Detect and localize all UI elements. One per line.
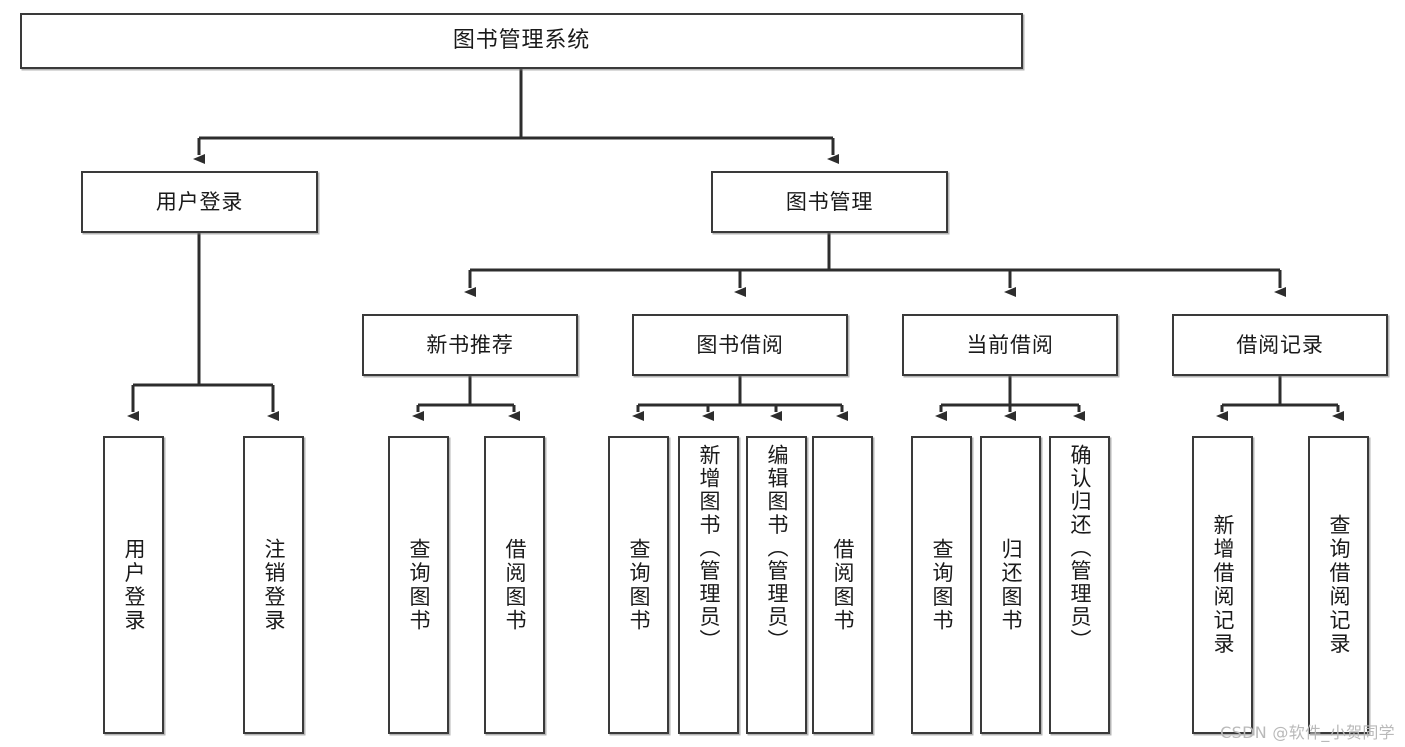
node-root-book-management-system[interactable]: 图书管理系统 xyxy=(20,13,1023,69)
leaf-current-borrow-confirm-return-admin[interactable]: 确认归还（管理员） xyxy=(1049,436,1110,734)
leaf-borrow-record-add-record[interactable]: 新增借阅记录 xyxy=(1192,436,1253,734)
node-user-login[interactable]: 用户登录 xyxy=(81,171,318,233)
leaf-current-borrow-search-books[interactable]: 查询图书 xyxy=(911,436,972,734)
node-label: 查询借阅记录 xyxy=(1327,513,1351,657)
node-label: 注销登录 xyxy=(262,537,286,633)
node-label: 图书借阅 xyxy=(696,332,784,357)
leaf-new-book-search-books[interactable]: 查询图书 xyxy=(388,436,449,734)
node-label: 归还图书 xyxy=(999,537,1023,633)
leaf-current-borrow-return-books[interactable]: 归还图书 xyxy=(980,436,1041,734)
leaf-book-borrow-edit-book-admin[interactable]: 编辑图书（管理员） xyxy=(746,436,807,734)
node-label: 新书推荐 xyxy=(426,332,514,357)
node-label: 借阅图书 xyxy=(831,537,855,633)
node-label: 编辑图书（管理员） xyxy=(765,444,789,652)
node-label: 查询图书 xyxy=(627,537,651,633)
node-label: 用户登录 xyxy=(155,189,244,214)
node-label: 查询图书 xyxy=(930,537,954,633)
node-label: 新增图书（管理员） xyxy=(697,444,721,652)
node-label: 新增借阅记录 xyxy=(1211,513,1235,657)
node-label: 借阅图书 xyxy=(503,537,527,633)
leaf-user-login-logout[interactable]: 注销登录 xyxy=(243,436,304,734)
node-book-management[interactable]: 图书管理 xyxy=(711,171,948,233)
node-label: 借阅记录 xyxy=(1236,332,1324,357)
node-label: 图书管理系统 xyxy=(452,28,591,54)
watermark: CSDN @软件_小贺同学 xyxy=(1220,723,1395,742)
node-borrow-records[interactable]: 借阅记录 xyxy=(1172,314,1388,376)
leaf-book-borrow-borrow-books[interactable]: 借阅图书 xyxy=(812,436,873,734)
leaf-new-book-borrow-books[interactable]: 借阅图书 xyxy=(484,436,545,734)
node-book-borrowing[interactable]: 图书借阅 xyxy=(632,314,848,376)
leaf-book-borrow-search-books[interactable]: 查询图书 xyxy=(608,436,669,734)
node-new-book-recommendation[interactable]: 新书推荐 xyxy=(362,314,578,376)
node-label: 当前借阅 xyxy=(966,332,1054,357)
node-label: 确认归还（管理员） xyxy=(1068,444,1092,652)
leaf-book-borrow-add-book-admin[interactable]: 新增图书（管理员） xyxy=(678,436,739,734)
node-label: 图书管理 xyxy=(785,189,874,214)
node-current-borrowing[interactable]: 当前借阅 xyxy=(902,314,1118,376)
leaf-borrow-record-search-record[interactable]: 查询借阅记录 xyxy=(1308,436,1369,734)
leaf-user-login-login[interactable]: 用户登录 xyxy=(103,436,164,734)
node-label: 查询图书 xyxy=(407,537,431,633)
node-label: 用户登录 xyxy=(122,537,146,633)
